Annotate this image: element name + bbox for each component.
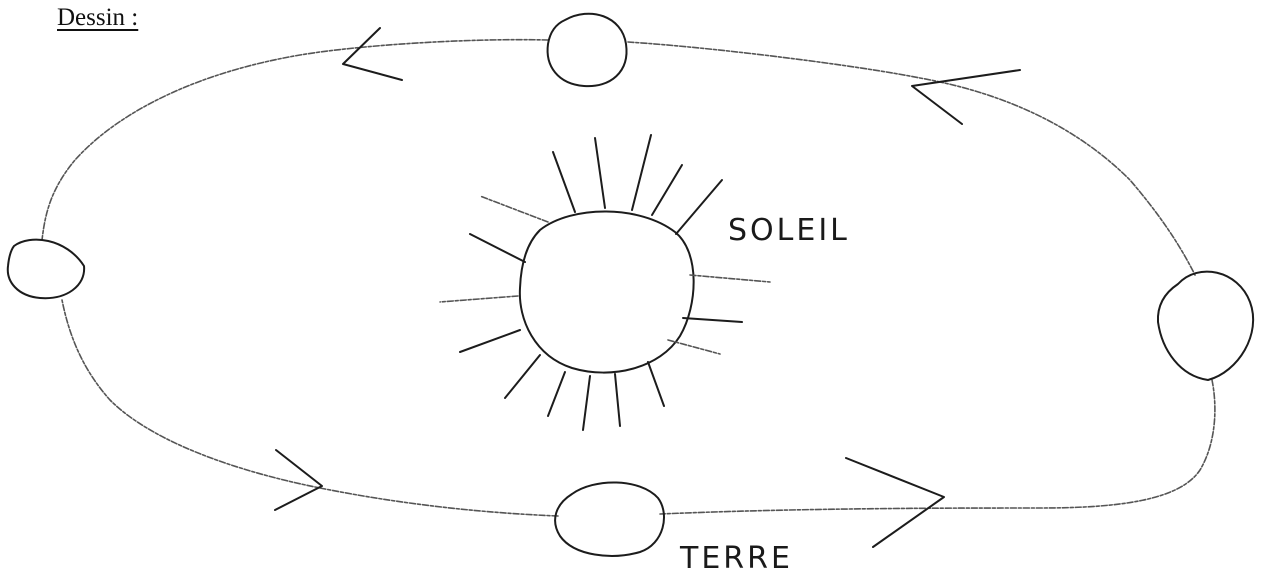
planet-icon — [548, 14, 627, 86]
planet-icon — [1158, 272, 1253, 380]
sun-label: SOLEIL — [728, 213, 850, 248]
earth-label: TERRE — [679, 541, 793, 576]
orbit-direction-arrow — [275, 28, 1020, 547]
planet-icon — [555, 482, 664, 555]
planet-icon — [8, 240, 84, 299]
sun-icon — [440, 135, 770, 430]
earth-orbit — [42, 40, 1215, 516]
